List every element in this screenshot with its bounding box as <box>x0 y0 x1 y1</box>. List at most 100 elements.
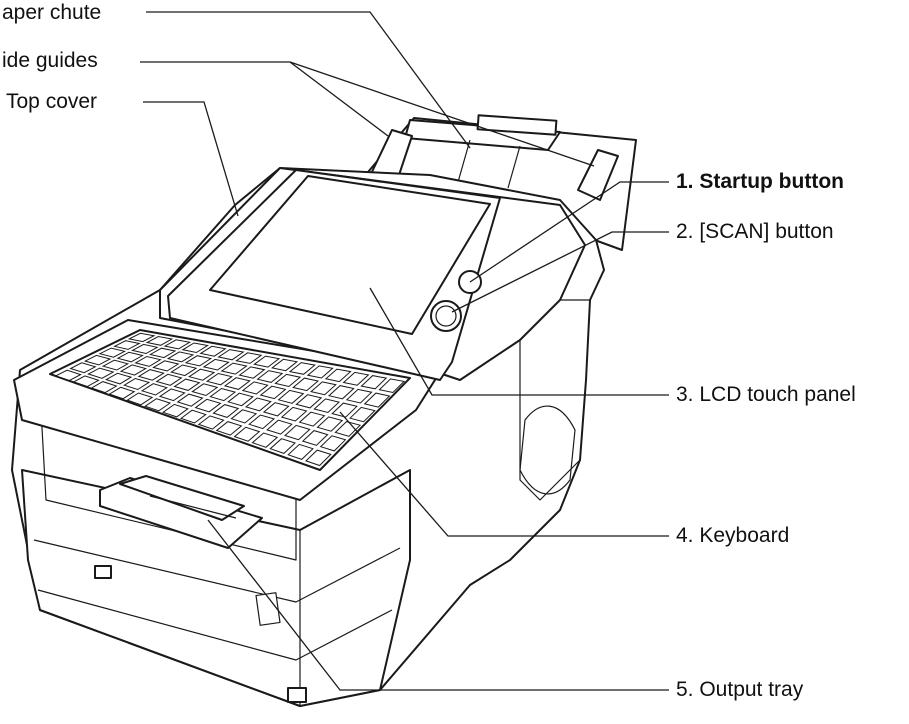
keyboard-key <box>259 385 287 400</box>
keyboard-key <box>298 411 326 427</box>
label-side-guides: ide guides <box>2 49 98 72</box>
keyboard-key <box>227 392 254 407</box>
keyboard-key <box>122 377 151 391</box>
keyboard-key <box>158 388 186 402</box>
keyboard-key <box>194 398 222 413</box>
label-paper-chute: aper chute <box>2 1 102 24</box>
keyboard-drawing <box>13 319 441 501</box>
output-tray-drawing <box>99 475 263 549</box>
keyboard-key <box>280 406 308 422</box>
keyboard-key <box>253 355 281 368</box>
keyboard-key <box>284 424 311 441</box>
lcd-panel-drawing <box>167 169 501 381</box>
keyboard-key <box>301 430 329 446</box>
label-startup-button: 1. Startup button <box>676 170 844 193</box>
keyboard-key <box>130 343 159 355</box>
buttons-drawing <box>430 270 482 332</box>
keyboard-key <box>184 355 213 367</box>
keyboard-key <box>256 370 284 383</box>
keyboard-key <box>155 373 183 386</box>
keyboard-key <box>220 362 248 375</box>
keyboard-key <box>269 438 296 454</box>
keyboard-key <box>233 426 261 442</box>
label-output-tray: 5. Output tray <box>676 678 804 701</box>
keyboard-key <box>90 381 118 394</box>
keyboard-key <box>288 362 316 375</box>
keyboard-key <box>313 398 341 414</box>
keyboard-key <box>166 351 195 363</box>
keyboard-key <box>223 377 251 390</box>
keyboard-key <box>217 349 245 361</box>
keyboard-key <box>310 381 337 396</box>
keyboard-key <box>287 443 314 460</box>
keyboard-key <box>327 385 355 400</box>
keyboard-key <box>83 354 112 366</box>
label-keyboard: 4. Keyboard <box>676 524 790 547</box>
keyboard-key <box>187 368 216 381</box>
keyboard-key <box>235 352 263 364</box>
keyboard-key <box>197 415 225 430</box>
keyboard-key <box>215 421 243 436</box>
keyboard-key <box>108 386 136 400</box>
keyboard-key <box>306 365 334 379</box>
keyboard-key <box>349 406 376 423</box>
keyboard-key <box>152 360 180 372</box>
keyboard-key <box>116 351 144 363</box>
label-lcd-touch-panel: 3. LCD touch panel <box>676 383 856 406</box>
keyboard-key <box>98 347 127 358</box>
keyboard-key <box>248 414 276 430</box>
label-scan-button: 2. [SCAN] button <box>676 220 834 243</box>
keyboard-key <box>145 335 174 346</box>
keyboard-key <box>334 421 362 437</box>
keyboard-key <box>295 394 323 409</box>
keyboard-key <box>212 404 240 418</box>
keyboard-key <box>69 362 97 374</box>
keyboard-key <box>241 381 269 395</box>
keyboard-key <box>292 377 320 392</box>
keyboard-key <box>105 372 133 385</box>
keyboard-key <box>162 403 189 418</box>
keyboard-key <box>179 409 207 424</box>
keyboard-key <box>277 389 305 404</box>
keyboard-key <box>363 392 391 408</box>
keyboard-key <box>209 387 237 402</box>
keyboard-key <box>199 345 227 357</box>
keyboard-key <box>137 369 165 381</box>
keyboard-key <box>271 358 299 372</box>
keyboard-key <box>72 375 100 388</box>
keyboard-key <box>331 402 358 418</box>
keyboard-key <box>148 347 177 359</box>
keyboard-key <box>324 368 352 383</box>
keyboard-key <box>101 359 130 371</box>
keyboard-key <box>205 372 233 386</box>
keyboard-keys <box>54 332 406 467</box>
keyboard-key <box>305 449 332 467</box>
keyboard-key <box>378 378 406 394</box>
keyboard-key <box>127 332 156 343</box>
keyboard-key <box>345 388 373 404</box>
keyboard-key <box>360 375 388 390</box>
keyboard-key <box>251 432 279 448</box>
keyboard-key <box>176 393 204 407</box>
keyboard-key <box>181 342 209 354</box>
keyboard-key <box>126 392 154 406</box>
keyboard-key <box>173 378 201 391</box>
keyboard-key <box>316 416 344 432</box>
keyboard-key <box>113 340 141 350</box>
keyboard-key <box>119 364 147 376</box>
keyboard-key <box>54 369 82 382</box>
keyboard-key <box>262 402 290 417</box>
keyboard-key <box>144 398 172 412</box>
keyboard-key <box>191 383 219 397</box>
keyboard-key <box>163 339 192 350</box>
keyboard-key <box>238 366 266 379</box>
keyboard-key <box>274 373 302 388</box>
keyboard-key <box>266 419 293 435</box>
keyboard-key <box>230 409 258 424</box>
label-top-cover: Top cover <box>6 90 98 113</box>
keyboard-key <box>87 367 115 379</box>
keyboard-key <box>134 355 162 367</box>
keyboard-key <box>170 364 198 377</box>
